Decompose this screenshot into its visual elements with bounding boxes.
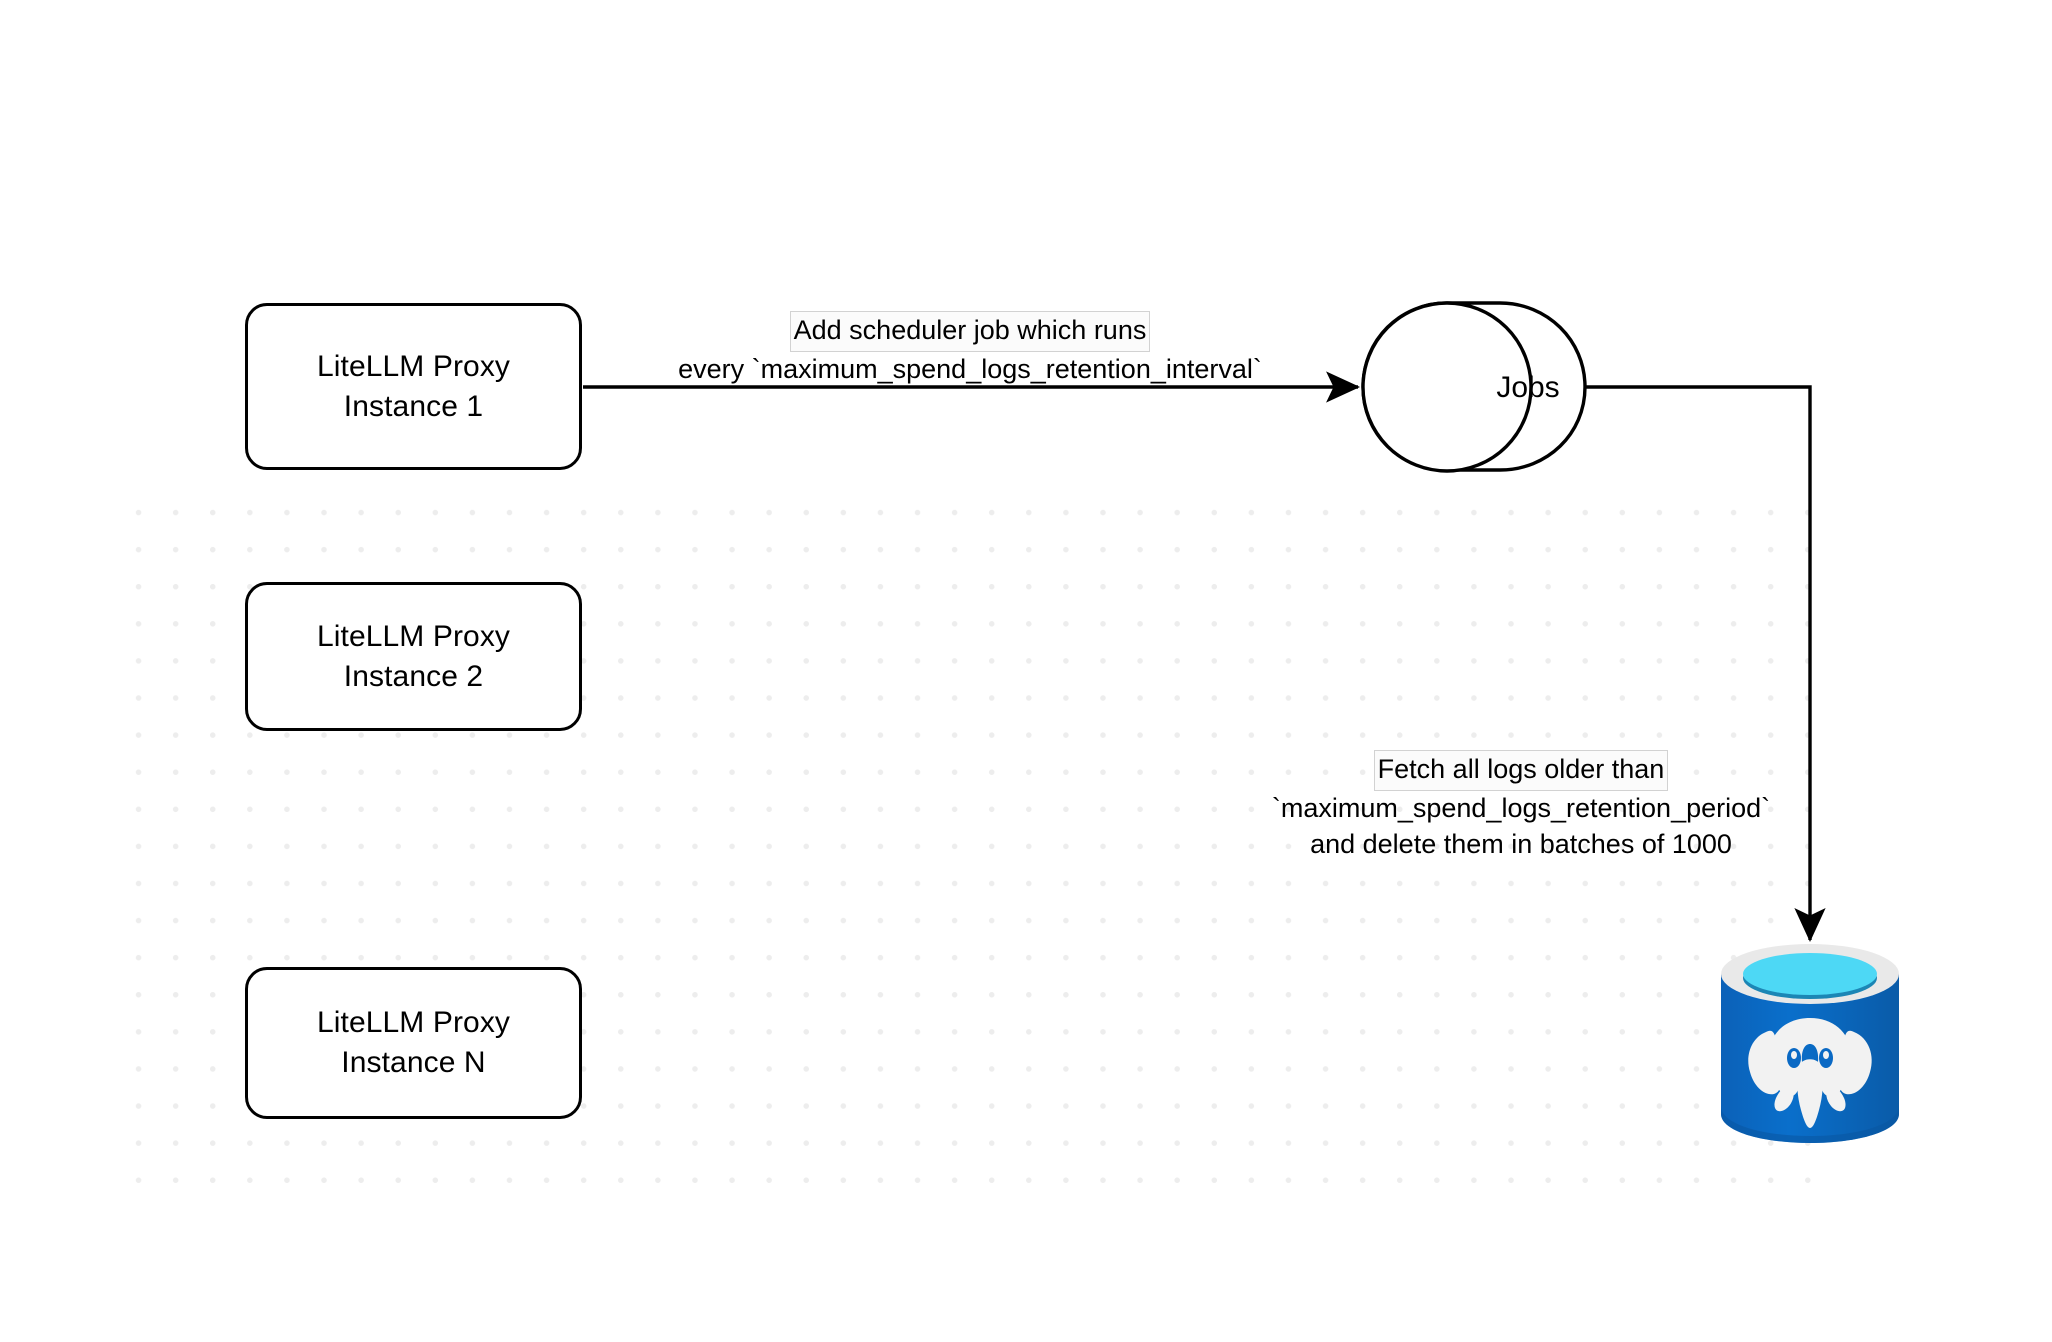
node-postgres-database[interactable]	[1711, 938, 1909, 1150]
node-litellm-proxy-instance-2[interactable]: LiteLLM Proxy Instance 2	[245, 582, 582, 731]
node-jobs-label: Jobs	[1496, 371, 1560, 404]
node-litellm-proxy-instance-n[interactable]: LiteLLM Proxy Instance N	[245, 967, 582, 1119]
delete-label-line3: and delete them in batches of 1000	[1310, 828, 1732, 859]
node-litellm-proxy-instance-1[interactable]: LiteLLM Proxy Instance 1	[245, 303, 582, 470]
delete-label-line2: `maximum_spend_logs_retention_period`	[1271, 792, 1771, 823]
proxy1-line1: LiteLLM Proxy	[316, 349, 511, 383]
edge-label-delete-batches: Fetch all logs older than `maximum_spend…	[1181, 750, 1861, 863]
postgresql-database-icon	[1721, 944, 1899, 1143]
proxy2-line2: Instance 2	[343, 659, 484, 693]
proxy1-line2: Instance 1	[343, 389, 484, 423]
scheduler-label-line1: Add scheduler job which runs	[789, 311, 1151, 352]
postgres-elephant-eye-highlights	[1791, 1051, 1829, 1059]
scheduler-label-line2: every `maximum_spend_logs_retention_inte…	[678, 353, 1262, 384]
proxyn-line2: Instance N	[341, 1046, 486, 1079]
delete-label-line1: Fetch all logs older than	[1373, 750, 1669, 791]
proxy2-line1: LiteLLM Proxy	[316, 619, 511, 653]
jobs-cylinder-shape	[1361, 301, 1587, 473]
edge-jobs-to-postgres	[1585, 385, 1826, 943]
edge-label-scheduler: Add scheduler job which runs every `maxi…	[600, 311, 1340, 388]
proxyn-line1: LiteLLM Proxy	[316, 1006, 511, 1040]
postgres-elephant-glyph	[1748, 1018, 1872, 1128]
